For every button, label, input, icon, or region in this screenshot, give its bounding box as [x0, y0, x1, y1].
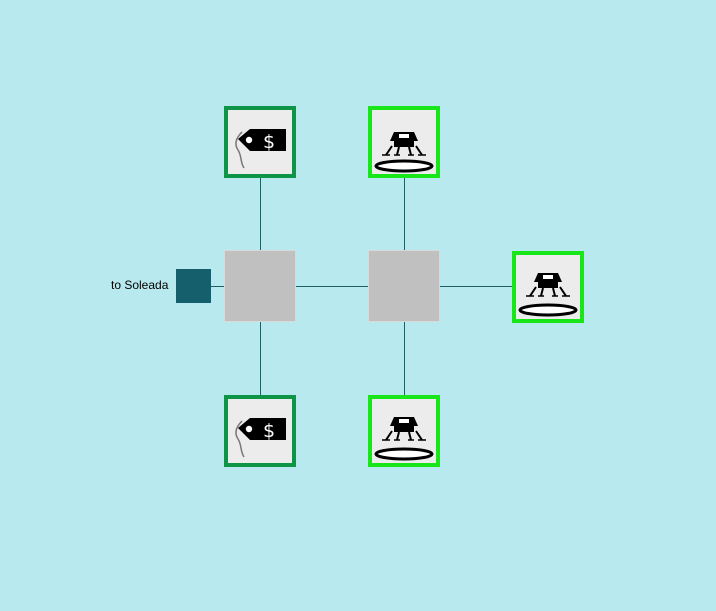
market-tile-south[interactable]: $: [224, 395, 296, 467]
exit-to-soleada[interactable]: [176, 269, 211, 303]
landing-pad-south[interactable]: [368, 395, 440, 467]
price-tag-icon: $: [235, 418, 286, 458]
market-tile-north[interactable]: $: [224, 106, 296, 178]
lander-icon: [518, 273, 578, 317]
landing-pad-north[interactable]: [368, 106, 440, 178]
price-tag-icon: $: [235, 129, 286, 169]
lander-icon: [374, 132, 434, 173]
landing-pad-east[interactable]: [512, 251, 584, 323]
hub-west: [224, 250, 296, 322]
exit-label: to Soleada: [111, 278, 169, 292]
svg-text:$: $: [263, 420, 275, 442]
lander-icon: [374, 417, 434, 461]
svg-text:$: $: [263, 131, 275, 153]
hub-east: [368, 250, 440, 322]
connector-line: [211, 286, 513, 287]
